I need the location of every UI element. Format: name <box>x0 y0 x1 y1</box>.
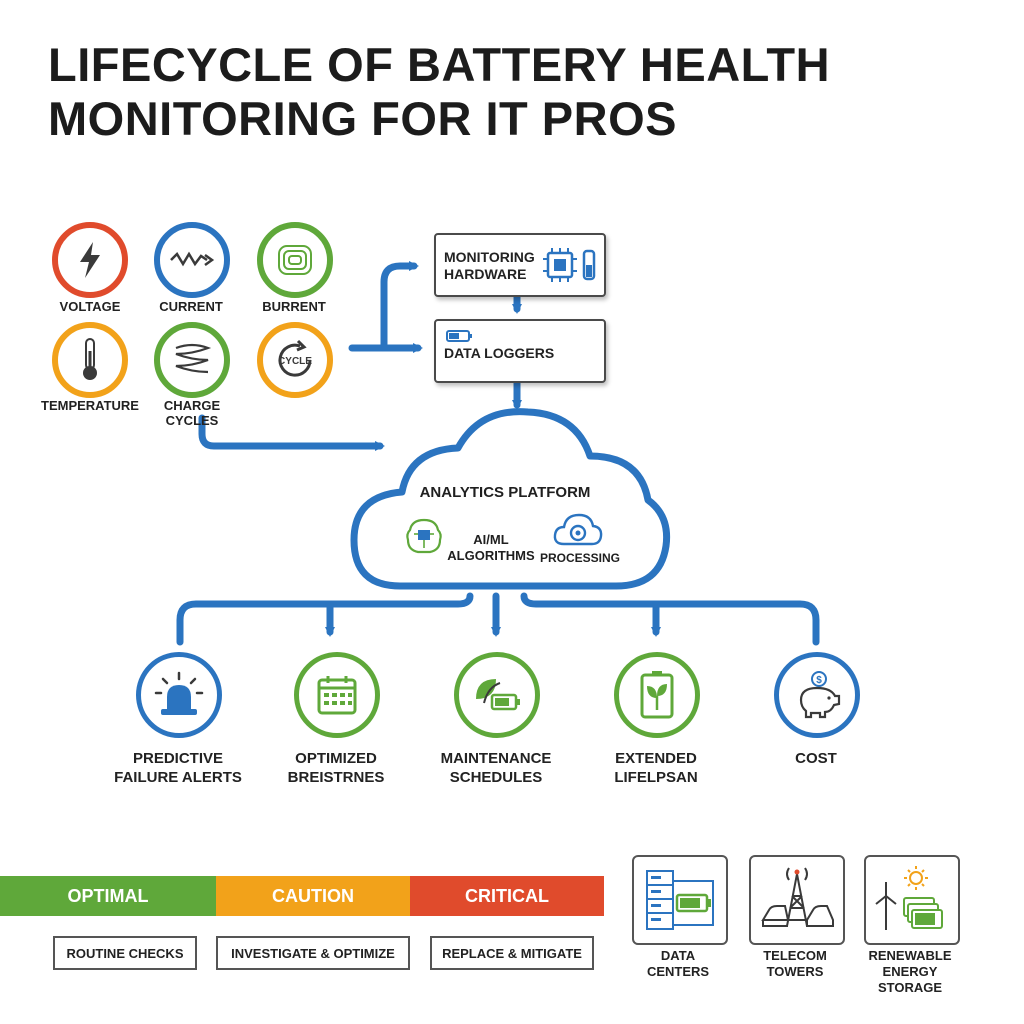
cycle-icon: CYCLE <box>278 339 312 377</box>
metric-label-charge-cycles: CHARGE CYCLES <box>163 398 221 428</box>
small-battery-icon <box>446 330 472 342</box>
predictive-alerts-circle <box>136 652 222 738</box>
title-line-2: MONITORING FOR IT PROS <box>48 92 677 145</box>
analytics-cloud <box>350 408 671 590</box>
spring-icon <box>175 343 212 374</box>
maintenance-circle <box>454 652 540 738</box>
cloud-processing-icon <box>553 513 603 546</box>
status-optimal: OPTIMAL <box>0 876 216 916</box>
wind-solar-icon <box>875 866 943 930</box>
server-battery-icon <box>646 870 714 930</box>
chip-icon <box>543 248 596 282</box>
current-circle <box>154 222 230 298</box>
brain-chip-icon <box>406 518 442 554</box>
tower-icon <box>761 867 834 927</box>
metric-label-voltage: VOLTAGE <box>59 299 121 314</box>
page-title: LIFECYCLE OF BATTERY HEALTH MONITORING F… <box>48 38 948 146</box>
action-replace: REPLACE & MITIGATE <box>430 936 594 970</box>
cost-circle: $ <box>774 652 860 738</box>
charge-cycles-circle <box>154 322 230 398</box>
piggy-bank-icon: $ <box>799 671 841 719</box>
data-loggers-box: DATA LOGGERS <box>434 319 606 383</box>
optimized-circle <box>294 652 380 738</box>
analytics-platform-title: ANALYTICS PLATFORM <box>419 484 591 501</box>
action-investigate: INVESTIGATE & OPTIMIZE <box>216 936 410 970</box>
burrent-circle <box>257 222 333 298</box>
leaf-battery-icon <box>476 679 520 711</box>
metric-label-temperature: TEMPERATURE <box>41 398 139 413</box>
wave-icon <box>170 251 215 267</box>
extended-lifespan-circle <box>614 652 700 738</box>
voltage-circle <box>52 222 128 298</box>
svg-text:$: $ <box>816 675 822 686</box>
status-critical: CRITICAL <box>410 876 604 916</box>
status-caution: CAUTION <box>216 876 410 916</box>
usecase-renewable <box>864 855 960 945</box>
lightning-icon <box>80 242 100 278</box>
cycle-circle: CYCLE <box>257 322 333 398</box>
usecase-data-centers <box>632 855 728 945</box>
monitoring-hardware-box: MONITORING HARDWARE <box>434 233 606 297</box>
thermometer-icon <box>83 338 97 380</box>
data-loggers-label: DATA LOGGERS <box>444 345 555 361</box>
action-routine-checks: ROUTINE CHECKS <box>53 936 197 970</box>
coil-icon <box>278 245 312 275</box>
metric-label-burrent: BURRENT <box>262 299 326 314</box>
metric-label-current: CURRENT <box>159 299 223 314</box>
monitoring-hardware-label: MONITORING HARDWARE <box>444 249 535 282</box>
calendar-icon <box>317 676 357 715</box>
plant-battery-icon <box>640 671 674 719</box>
ai-ml-label: AI/ML ALGORITHMS <box>447 532 535 563</box>
title-line-1: LIFECYCLE OF BATTERY HEALTH <box>48 38 831 91</box>
outcome-label-cost: COST <box>795 750 837 767</box>
usecase-telecom-towers <box>749 855 845 945</box>
cycle-icon-label: CYCLE <box>278 356 312 367</box>
temperature-circle <box>52 322 128 398</box>
processing-label: PROCESSING <box>539 551 620 565</box>
alarm-icon <box>154 671 204 715</box>
